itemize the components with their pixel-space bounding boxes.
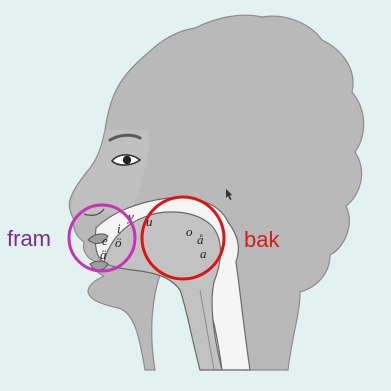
- vowel-a-ring: å: [197, 232, 204, 247]
- vowel-a-umlaut: ä: [100, 247, 107, 262]
- vowel-o: o: [186, 224, 193, 239]
- vowel-o-umlaut: ö: [115, 235, 122, 250]
- eye-pupil: [123, 156, 131, 164]
- back-label: bak: [244, 228, 279, 252]
- vowel-e: e: [102, 233, 108, 248]
- vowel-i: i: [117, 221, 121, 236]
- front-label: fram: [7, 227, 51, 251]
- vowel-a: a: [200, 246, 207, 261]
